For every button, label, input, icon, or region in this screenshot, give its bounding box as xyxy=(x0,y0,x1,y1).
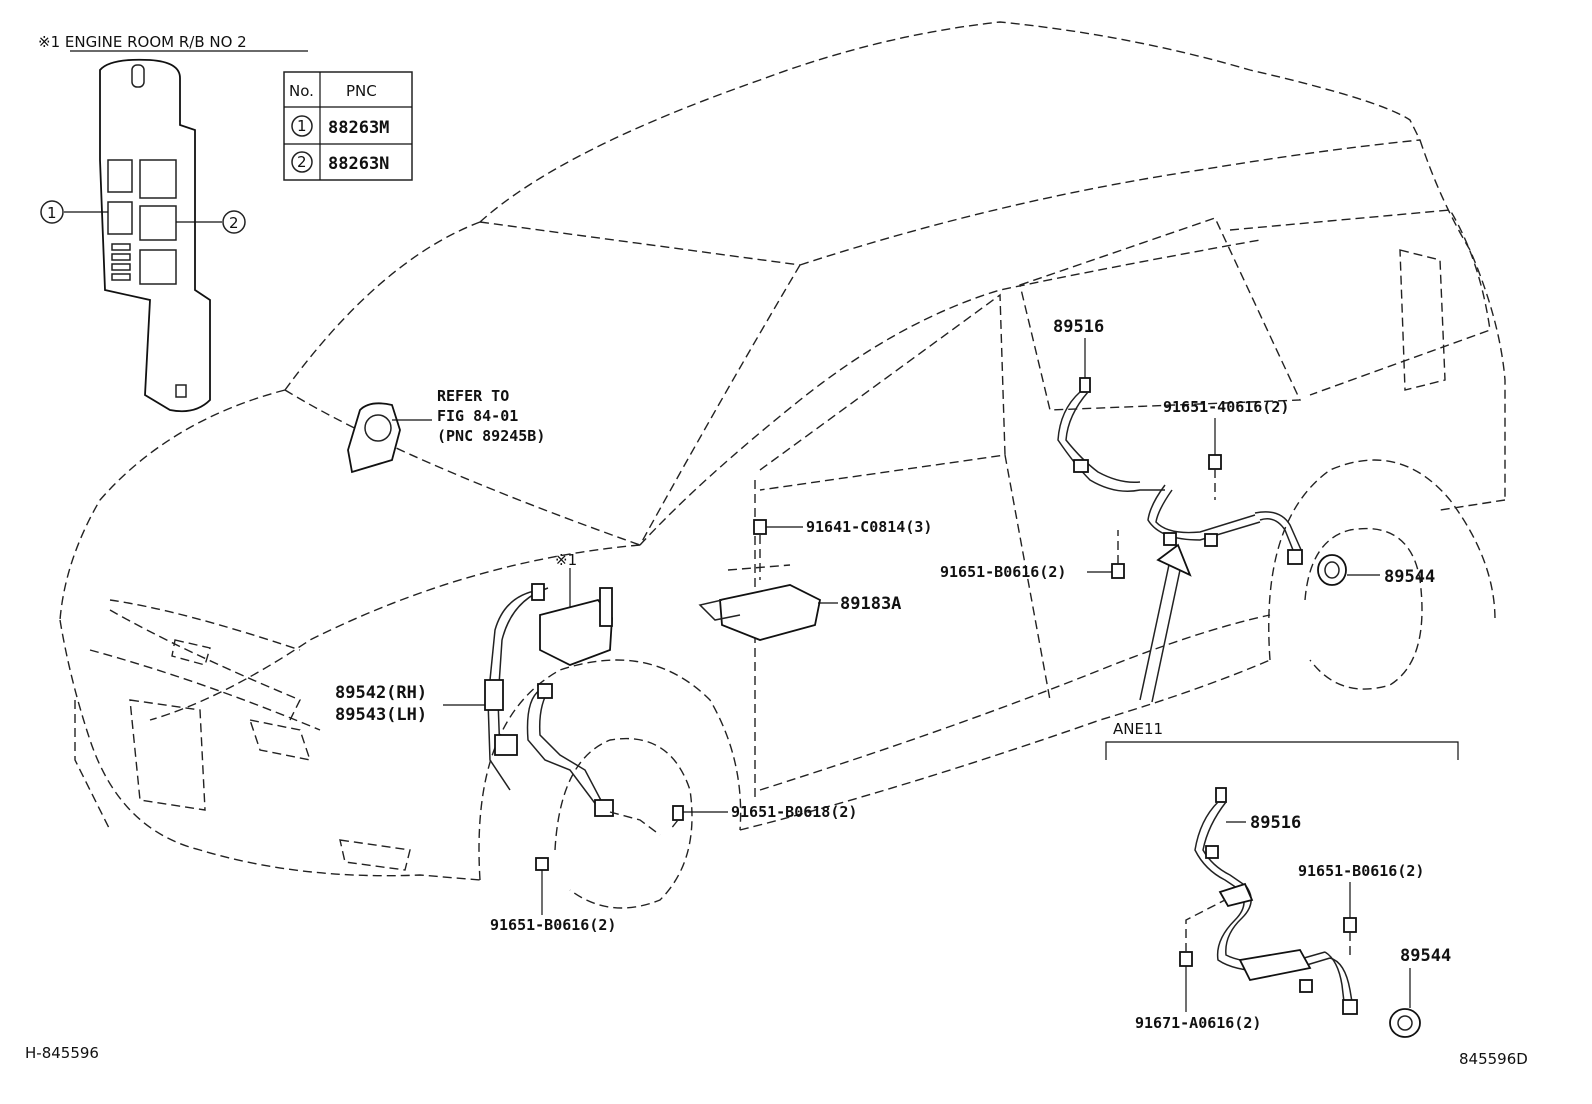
ref-mark-1: ※1 xyxy=(555,551,577,569)
callout-2-circle xyxy=(222,210,246,234)
bolt-icon xyxy=(1179,951,1193,967)
label-91651-b0616-inset: 91651-B0616(2) xyxy=(1298,862,1424,880)
bolt-icon xyxy=(1343,917,1357,933)
table-row-pnc: 88263N xyxy=(328,154,389,174)
refer-label-line2: FIG 84-01 xyxy=(437,407,518,425)
refer-label-line1: REFER TO xyxy=(437,387,509,405)
bolt-icon xyxy=(1111,563,1125,579)
table-row-pnc: 88263M xyxy=(328,118,389,138)
label-91651-b0616-rear: 91651-B0616(2) xyxy=(940,563,1066,581)
callout-1-circle xyxy=(40,200,64,224)
bolt-icon xyxy=(535,857,549,871)
inset-title: ※1 ENGINE ROOM R/B NO 2 xyxy=(38,33,247,51)
bolt-icon xyxy=(1208,454,1222,470)
label-89544-main: 89544 xyxy=(1384,567,1435,587)
label-89544-inset: 89544 xyxy=(1400,946,1451,966)
label-91641-c0814: 91641-C0814(3) xyxy=(806,518,932,536)
callout-2: 2 xyxy=(229,214,239,232)
bolt-icon xyxy=(672,805,684,821)
diagram-code-left: H-845596 xyxy=(25,1044,99,1062)
refer-fig-sensor: REFER TO FIG 84-01 (PNC 89245B) xyxy=(347,387,545,474)
bolt-icon xyxy=(753,519,767,535)
table-row-no: 2 xyxy=(297,153,307,171)
label-91671-a0616: 91671-A0616(2) xyxy=(1135,1014,1261,1032)
front-bolts: 91651-B0618(2) 91651-B0616(2) xyxy=(490,803,857,934)
label-91651-b0616-front: 91651-B0616(2) xyxy=(490,916,616,934)
rear-sensor-main: 89516 91651-40616(2) 91651-B0616(2) 8954… xyxy=(940,317,1435,703)
table-row-no: 1 xyxy=(297,117,307,135)
table-header-no: No. xyxy=(289,82,314,100)
pnc-table: No. PNC 1 88263M 2 88263N xyxy=(283,71,413,181)
tone-ring xyxy=(1317,554,1347,586)
ane11-variant: ANE11 89516 91651-B0616(2) 89544 91671-A… xyxy=(1105,720,1459,1038)
table-header-pnc: PNC xyxy=(346,82,377,100)
label-89516-inset: 89516 xyxy=(1250,813,1301,833)
label-89543: 89543(LH) xyxy=(335,705,427,725)
label-89183a: 89183A xyxy=(840,594,901,614)
front-sensor-harness: ※1 89542(RH) 89543(LH) xyxy=(335,551,661,836)
diagram-code-right: 845596D xyxy=(1459,1050,1528,1068)
callout-1: 1 xyxy=(47,204,57,222)
label-91651-b0618: 91651-B0618(2) xyxy=(731,803,857,821)
relay-block-inset: ※1 ENGINE ROOM R/B NO 2 1 2 xyxy=(38,33,308,413)
ecu-89183a: 91641-C0814(3) 89183A xyxy=(698,518,932,641)
vehicle-outline xyxy=(59,21,1506,909)
tone-ring xyxy=(1389,1008,1421,1038)
label-89516-main: 89516 xyxy=(1053,317,1104,337)
label-ane11: ANE11 xyxy=(1113,720,1163,738)
label-91651-40616: 91651-40616(2) xyxy=(1163,398,1289,416)
refer-label-line3: (PNC 89245B) xyxy=(437,427,545,445)
label-89542: 89542(RH) xyxy=(335,683,427,703)
